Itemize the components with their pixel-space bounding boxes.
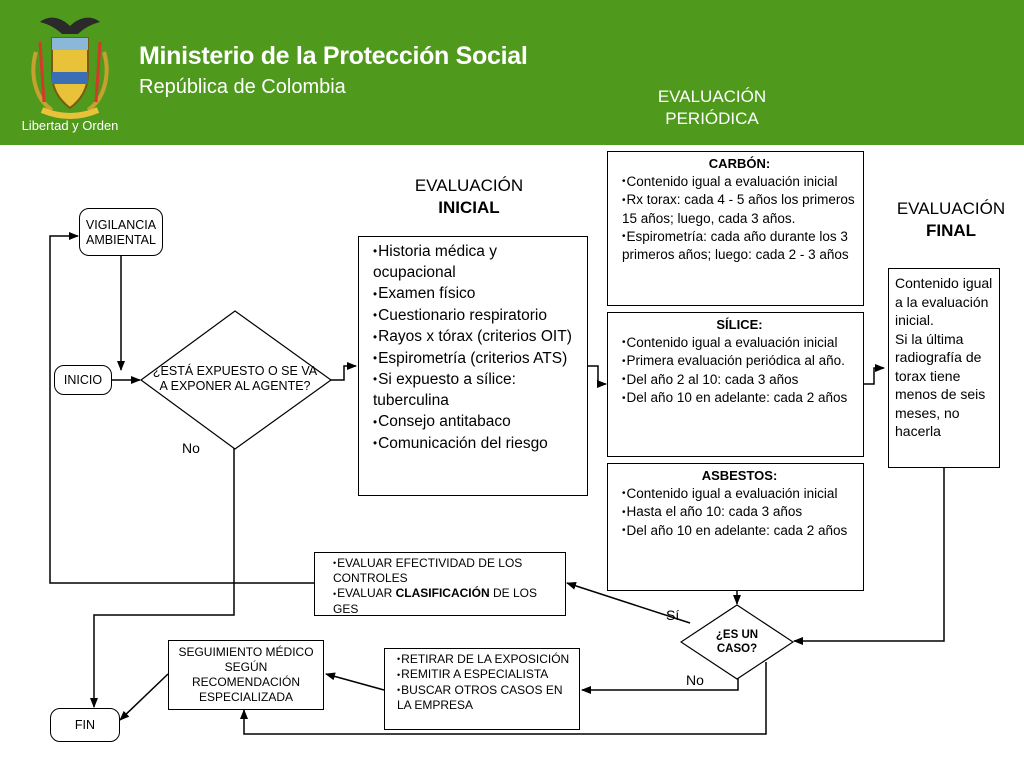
evaluar-item: EVALUAR EFECTIVIDAD DE LOS CONTROLES	[333, 556, 559, 586]
final-text-part2: Si la última radiografía de torax tiene …	[895, 330, 986, 440]
silice-item: Contenido igual a evaluación inicial	[622, 334, 857, 352]
label-si: Sí	[666, 607, 680, 623]
node-inicio: INICIO	[54, 365, 112, 395]
retirar-item: REMITIR A ESPECIALISTA	[397, 667, 573, 682]
retirar-item: RETIRAR DE LA EXPOSICIÓN	[397, 652, 573, 667]
ministry-subtitle: República de Colombia	[139, 76, 346, 98]
inicial-item: Examen físico	[373, 283, 579, 304]
label-no-expuesto: No	[182, 440, 200, 456]
asbestos-title: ASBESTOS:	[701, 468, 778, 483]
carbon-item: Rx torax: cada 4 - 5 años los primeros 1…	[622, 191, 857, 227]
final-text-part1: Contenido igual a la evaluación inicial.	[895, 275, 993, 328]
heading-periodica-line1: EVALUACIÓN	[657, 87, 767, 106]
asbestos-item: Contenido igual a evaluación inicial	[622, 485, 857, 503]
retirar-items-list: RETIRAR DE LA EXPOSICIÓN REMITIR A ESPEC…	[397, 652, 573, 713]
heading-final-line2: FINAL	[925, 221, 977, 240]
heading-final-line1: EVALUACIÓN	[896, 199, 1006, 218]
inicial-item: Espirometría (criterios ATS)	[373, 348, 579, 369]
box-retirar: RETIRAR DE LA EXPOSICIÓN REMITIR A ESPEC…	[384, 648, 580, 730]
evaluar-item2-post: DE LOS GES	[333, 586, 537, 616]
node-vigilancia-text: VIGILANCIA AMBIENTAL	[85, 218, 157, 247]
seguimiento-text: SEGUIMIENTO MÉDICO SEGÚN RECOMENDACIÓN E…	[178, 645, 314, 704]
silice-items-list: Contenido igual a evaluación inicial Pri…	[622, 334, 857, 408]
box-evaluar: EVALUAR EFECTIVIDAD DE LOS CONTROLES EVA…	[314, 552, 566, 616]
coat-of-arms-icon: Libertad y Orden	[22, 17, 118, 133]
box-evaluacion-final: Contenido igual a la evaluación inicial.…	[888, 268, 1000, 468]
evaluar-item2-pre: EVALUAR	[337, 586, 396, 601]
box-silice: SÍLICE: Contenido igual a evaluación ini…	[607, 312, 864, 457]
silice-item: Del año 2 al 10: cada 3 años	[622, 371, 857, 389]
inicial-items-list: Historia médica y ocupacional Examen fís…	[373, 241, 579, 454]
box-seguimiento: SEGUIMIENTO MÉDICO SEGÚN RECOMENDACIÓN E…	[168, 640, 324, 710]
inicial-item: Cuestionario respiratorio	[373, 305, 579, 326]
label-no-caso: No	[686, 672, 704, 688]
silice-item: Del año 10 en adelante: cada 2 años	[622, 389, 857, 407]
evaluar-item2-bold: CLASIFICACIÓN	[395, 586, 490, 601]
header-banner: Libertad y Orden Ministerio de la Protec…	[0, 0, 1024, 145]
node-inicio-text: INICIO	[63, 373, 103, 387]
heading-periodica-line2: PERIÓDICA	[665, 109, 759, 128]
box-evaluacion-inicial: Historia médica y ocupacional Examen fís…	[358, 236, 588, 496]
ministry-title: Ministerio de la Protección Social	[139, 42, 528, 70]
decision-es-un-caso-shape	[680, 604, 794, 680]
carbon-title: CARBÓN:	[708, 156, 771, 171]
heading-inicial: EVALUACIÓN INICIAL	[380, 175, 558, 219]
inicial-item: Historia médica y ocupacional	[373, 241, 579, 283]
carbon-items-list: Contenido igual a evaluación inicial Rx …	[622, 173, 857, 264]
node-vigilancia-ambiental: VIGILANCIA AMBIENTAL	[79, 208, 163, 256]
silice-title: SÍLICE:	[716, 317, 763, 332]
decision-expuesto-text: ¿ESTÁ EXPUESTO O SE VA A EXPONER AL AGEN…	[152, 364, 318, 393]
heading-inicial-line1: EVALUACIÓN	[414, 176, 524, 195]
inicial-item: Si expuesto a sílice: tuberculina	[373, 369, 579, 411]
asbestos-item: Hasta el año 10: cada 3 años	[622, 503, 857, 521]
retirar-item: BUSCAR OTROS CASOS EN LA EMPRESA	[397, 683, 573, 713]
heading-periodica: EVALUACIÓN PERIÓDICA	[622, 86, 802, 130]
node-fin-text: FIN	[74, 718, 96, 732]
inicial-item: Rayos x tórax (criterios OIT)	[373, 326, 579, 347]
evaluar-items-list: EVALUAR EFECTIVIDAD DE LOS CONTROLES EVA…	[333, 556, 559, 617]
heading-inicial-line2: INICIAL	[438, 198, 500, 217]
decision-expuesto-shape	[140, 310, 332, 450]
box-asbestos: ASBESTOS: Contenido igual a evaluación i…	[607, 463, 864, 591]
silice-item: Primera evaluación periódica al año.	[622, 352, 857, 370]
asbestos-items-list: Contenido igual a evaluación inicial Has…	[622, 485, 857, 540]
carbon-item: Contenido igual a evaluación inicial	[622, 173, 857, 191]
motto-text: Libertad y Orden	[22, 118, 118, 133]
decision-es-un-caso-text: ¿ES UN CASO?	[715, 629, 759, 655]
heading-final: EVALUACIÓN FINAL	[868, 198, 1024, 242]
inicial-item: Comunicación del riesgo	[373, 433, 579, 454]
carbon-item: Espirometría: cada año durante los 3 pri…	[622, 228, 857, 264]
node-fin: FIN	[50, 708, 120, 742]
asbestos-item: Del año 10 en adelante: cada 2 años	[622, 522, 857, 540]
box-carbon: CARBÓN: Contenido igual a evaluación ini…	[607, 151, 864, 306]
evaluar-item: EVALUAR CLASIFICACIÓN DE LOS GES	[333, 586, 559, 616]
inicial-item: Consejo antitabaco	[373, 411, 579, 432]
